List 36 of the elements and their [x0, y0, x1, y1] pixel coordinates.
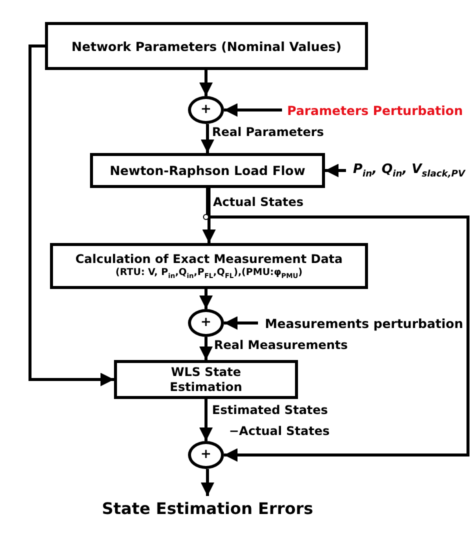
node-label: WLS State Estimation	[168, 365, 244, 394]
arrow	[199, 399, 213, 441]
arrow	[202, 188, 216, 243]
arrow	[199, 70, 213, 96]
node-label: +	[200, 447, 212, 463]
input-label: Measurements perturbation	[264, 316, 464, 330]
node-label: Calculation of Exact Measurement Data	[75, 252, 343, 267]
node-label: +	[200, 102, 212, 118]
edge-label: Real Parameters	[211, 125, 325, 140]
edge-label: Actual States	[212, 195, 305, 210]
arrow	[206, 188, 470, 462]
edge-label: −Actual States	[228, 424, 331, 438]
summing-junction	[188, 441, 224, 469]
arrow	[200, 124, 214, 153]
arrow	[199, 289, 213, 309]
edge-label: Real Measurements	[213, 338, 349, 352]
arrow	[199, 337, 213, 360]
edge-label: Estimated States	[211, 403, 329, 418]
process-box	[50, 243, 368, 289]
process-box	[45, 22, 368, 70]
arrow	[224, 103, 282, 117]
node-label: Network Parameters (Nominal Values)	[72, 38, 342, 54]
arrow	[325, 164, 346, 178]
arrow	[224, 316, 258, 330]
summing-junction	[188, 309, 224, 337]
measurement-list: (RTU: V, P$_{in}$,Q$_{in}$,P$_{FL}$,Q$_{FL}$),(PMU:φ$_{PMU}$)	[116, 266, 302, 280]
summing-junction	[188, 96, 224, 124]
output-label: State Estimation Errors	[102, 499, 314, 519]
input-label: P$_{in}$, Q$_{in}$, V$_{slack,PV}$	[352, 162, 466, 180]
node-label: +	[200, 315, 212, 331]
process-box	[114, 360, 298, 399]
arrow	[200, 469, 214, 496]
input-label: Parameters Perturbation	[287, 102, 463, 118]
node-label: Newton-Raphson Load Flow	[110, 163, 306, 178]
process-box	[90, 153, 325, 188]
arrow	[28, 44, 114, 386]
